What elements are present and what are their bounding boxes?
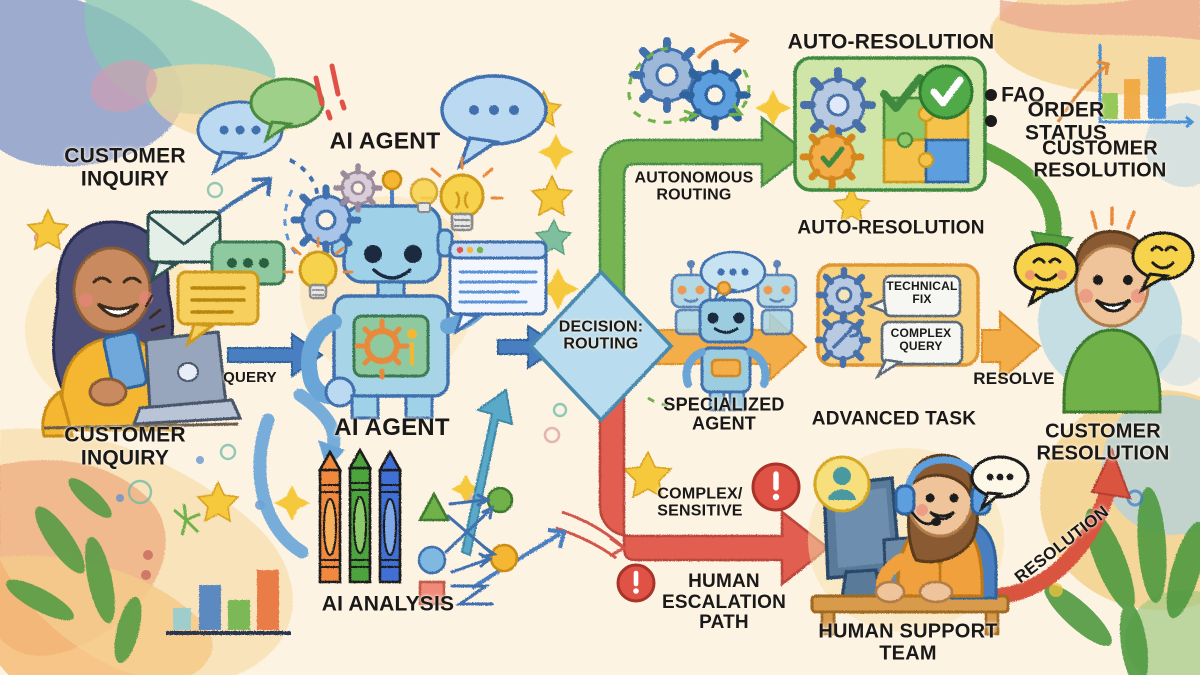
arrow-human-escalation [598, 390, 831, 587]
label-faq-bullet: FAQ [1001, 83, 1045, 107]
arrow-human-to-customer [992, 447, 1132, 604]
illustration-routing-gears [627, 32, 751, 131]
label-customer-inquiry-top: CUSTOMER INQUIRY [64, 144, 186, 190]
speech-bubble-blue-large-icon [440, 74, 548, 171]
illustration-ai-analysis [317, 447, 519, 606]
label-autonomous-routing: AUTONOMOUS ROUTING [634, 169, 754, 204]
bullet-dot-faq [985, 89, 997, 101]
support-chat-bubble-icon [970, 455, 1030, 513]
illustration-specialized-agents [647, 250, 798, 412]
arrow-analysis-to-agent [460, 388, 514, 557]
label-human-support-team: HUMAN SUPPORT TEAM [818, 620, 998, 664]
bullet-dot-order-status [985, 115, 997, 127]
decor-bar-chart-right [1056, 44, 1195, 129]
label-auto-resolution-top: AUTO-RESOLUTION [787, 30, 995, 54]
illustration-customer-inquiry [25, 210, 286, 438]
label-customer-resolution-top: CUSTOMER RESOLUTION [1033, 137, 1167, 181]
label-advanced-task: ADVANCED TASK [811, 408, 977, 430]
illustration-decision-diamond [528, 269, 674, 423]
crayon-blue-icon [377, 449, 403, 584]
lightbulb-small-icon [409, 177, 439, 213]
label-ai-analysis: AI ANALYSIS [321, 592, 455, 616]
label-ai-agent-bottom: AI AGENT [334, 414, 450, 442]
user-avatar-icon [813, 455, 871, 513]
label-auto-resolution-bottom: AUTO-RESOLUTION [797, 217, 985, 239]
label-customer-resolution-mid: CUSTOMER RESOLUTION [1036, 420, 1170, 464]
label-complex-sensitive: COMPLEX/ SENSITIVE [657, 485, 743, 520]
arrow-resolve [981, 309, 1042, 383]
label-decision-routing: DECISION: ROUTING [558, 318, 644, 353]
illustration-advanced-task-card [814, 263, 980, 380]
illustration-ai-agent-robot [282, 156, 548, 420]
illustration-auto-resolution-card [793, 56, 987, 192]
chip-complex-query: COMPLEX QUERY [890, 326, 952, 353]
smiley-bubble-right-icon [1131, 231, 1195, 294]
chat-bubble-yellow-icon [176, 270, 260, 348]
label-query: QUERY [223, 368, 277, 386]
label-order-status-bullet: ORDER STATUS [1024, 98, 1108, 144]
arrow-autonomous-routing [598, 115, 809, 302]
gear-gray-icon [333, 163, 383, 213]
crayon-orange-icon [317, 449, 343, 584]
browser-window-icon [448, 240, 548, 336]
exclamation-marks-icon [313, 63, 347, 121]
chip-technical-fix: TECHNICAL FIX [886, 279, 958, 306]
flow-nodes-icon [417, 486, 519, 606]
alert-icon-bottom [616, 563, 656, 603]
speech-bubble-green-icon [249, 77, 325, 144]
illustration-happy-customer [1013, 206, 1195, 414]
label-resolve: RESOLVE [973, 368, 1055, 388]
label-customer-inquiry-bottom: CUSTOMER INQUIRY [64, 423, 186, 469]
envelope-icon [146, 210, 222, 284]
smiley-bubble-left-icon [1013, 242, 1079, 308]
label-human-escalation-path: HUMAN ESCALATION PATH [661, 571, 787, 634]
alert-icon-top [751, 462, 801, 512]
label-specialized-agent: SPECIALIZED AGENT [663, 394, 785, 434]
lightbulb-large-icon [420, 156, 504, 232]
crayon-green-icon [347, 447, 373, 584]
illustration-human-support [808, 448, 1030, 636]
label-ai-agent-top: AI AGENT [329, 127, 441, 154]
lightbulb-left-icon [282, 236, 354, 300]
decor-bar-chart-left [166, 570, 291, 635]
